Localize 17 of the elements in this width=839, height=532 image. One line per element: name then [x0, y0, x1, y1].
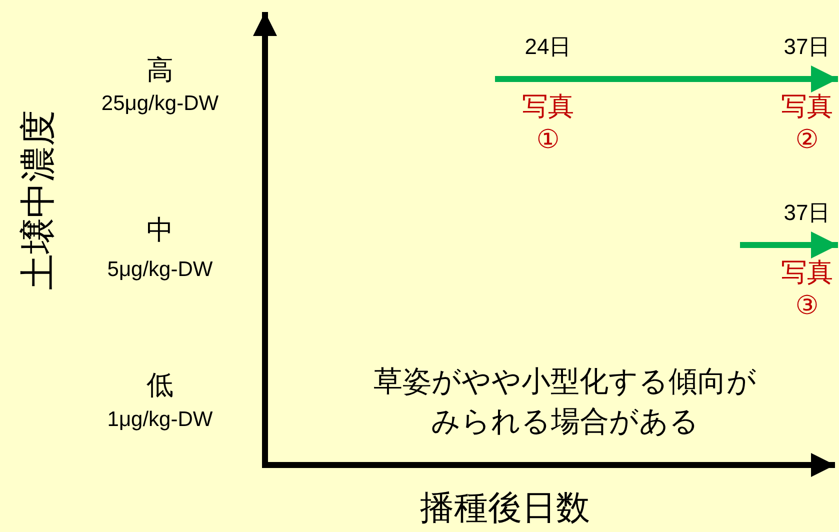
photo-label: 写真② [780, 90, 834, 156]
day-label: 37日 [784, 34, 830, 60]
photo-label: 写真① [521, 90, 575, 156]
day-label: 24日 [524, 34, 572, 60]
photo-label: 写真③ [780, 256, 834, 322]
note-text: 草姿がやや小型化する傾向がみられる場合がある [372, 365, 758, 440]
arrow [740, 232, 838, 258]
day-label: 37日 [784, 200, 830, 226]
unit-label: 5μg/kg-DW [106, 258, 214, 282]
axis-title: 土壌中濃度 [18, 109, 58, 292]
axis-title: 播種後日数 [419, 488, 591, 528]
level-label: 中 [146, 215, 174, 245]
arrow [495, 66, 838, 92]
level-label: 高 [146, 55, 174, 85]
unit-label: 25μg/kg-DW [100, 92, 220, 116]
level-label: 低 [146, 370, 174, 400]
unit-label: 1μg/kg-DW [106, 408, 214, 432]
